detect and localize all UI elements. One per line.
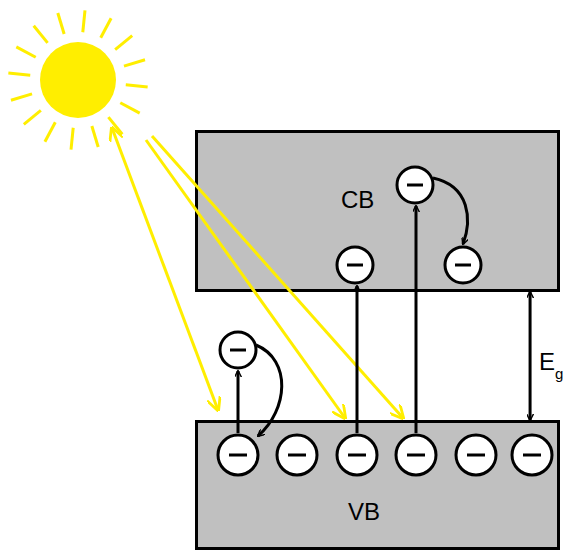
sun-ray	[83, 10, 85, 32]
energy-gap-arrow	[529, 292, 532, 420]
band-label: VB	[348, 500, 380, 524]
energy-gap-symbol: E	[539, 350, 555, 374]
conduction-band: CB	[195, 130, 560, 292]
light-rays	[112, 128, 403, 418]
sun-ray	[108, 117, 122, 134]
sun-ray	[92, 126, 98, 147]
band-label: CB	[341, 188, 374, 212]
sun-ray	[45, 122, 55, 141]
sun-ray	[126, 85, 148, 87]
electrons	[218, 167, 552, 475]
sun-ray	[124, 60, 145, 66]
sun-ray	[120, 103, 139, 113]
sun-ray	[8, 73, 30, 75]
sun-icon	[8, 10, 147, 149]
sun-ray	[101, 18, 111, 37]
transition-arrows	[238, 178, 467, 436]
sun-ray	[24, 110, 41, 124]
sun-ray	[16, 47, 35, 57]
sun-ray	[11, 94, 32, 100]
sun-ray	[34, 26, 48, 43]
sun-ray	[71, 128, 73, 150]
sun-ray	[58, 13, 64, 34]
energy-gap-subscript: g	[555, 366, 563, 381]
sun-ray	[115, 36, 132, 50]
valence-band: VB	[195, 420, 560, 550]
